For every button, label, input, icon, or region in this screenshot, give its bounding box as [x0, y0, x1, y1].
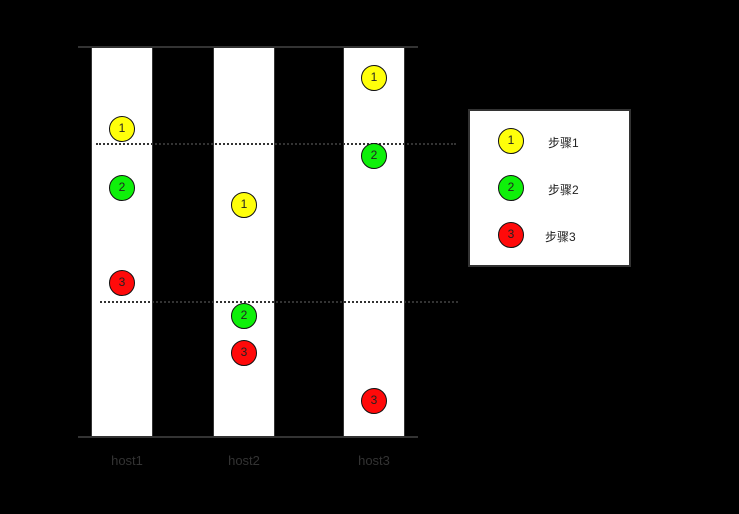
host2-step2-circle: 2 — [231, 303, 257, 329]
legend-step3-circle: 3 — [498, 222, 524, 248]
host3-step2-circle: 2 — [361, 143, 387, 169]
host3-step1-circle: 1 — [361, 65, 387, 91]
bottom-border-line — [78, 436, 418, 438]
host3-label: host3 — [358, 453, 390, 468]
host2-label: host2 — [228, 453, 260, 468]
host1-column — [91, 47, 153, 437]
legend-item-step1: 1 步骤1 — [498, 127, 618, 157]
lower-dotted-line — [100, 301, 458, 303]
host2-step3-circle: 3 — [231, 340, 257, 366]
legend-step3-label: 步骤3 — [545, 230, 576, 244]
host1-step1-circle: 1 — [109, 116, 135, 142]
host2-step1-circle: 1 — [231, 192, 257, 218]
legend-item-step2: 2 步骤2 — [498, 174, 618, 204]
legend-box: 1 步骤1 2 步骤2 3 步骤3 — [468, 109, 631, 267]
legend-step1-circle: 1 — [498, 128, 524, 154]
legend-step2-label: 步骤2 — [548, 183, 579, 197]
legend-item-step3: 3 步骤3 — [498, 221, 618, 251]
upper-dotted-line — [96, 143, 456, 145]
host1-step3-circle: 3 — [109, 270, 135, 296]
host3-step3-circle: 3 — [361, 388, 387, 414]
host1-step2-circle: 2 — [109, 175, 135, 201]
host1-label: host1 — [111, 453, 143, 468]
host2-column — [213, 47, 275, 437]
legend-step1-label: 步骤1 — [548, 136, 579, 150]
legend-step2-circle: 2 — [498, 175, 524, 201]
host3-column — [343, 47, 405, 437]
